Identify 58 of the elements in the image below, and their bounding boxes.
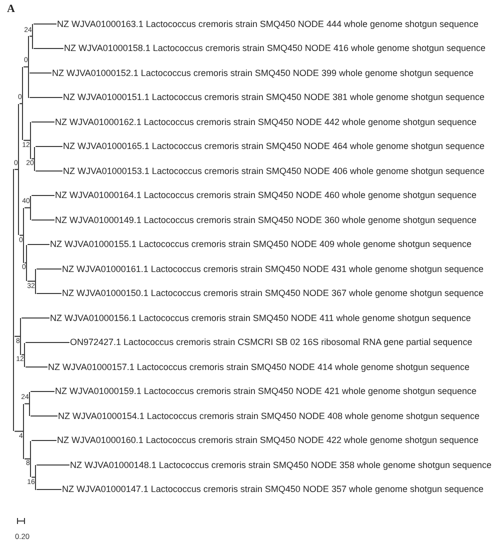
taxon-label: NZ WJVA01000164.1 Lactococcus cremoris strain SMQ450 NODE 460 whole genome shotgun sequence [55,190,477,201]
branch-line [14,430,24,432]
branch-line [30,390,54,392]
taxon-label: ON972427.1 Lactococcus cremoris strain CSMCRI SB 02 16S ribosomal RNA gene partial sequence [70,337,472,348]
taxon-label: NZ WJVA01000156.1 Lactococcus cremoris strain SMQ450 NODE 411 whole genome shotgun sequence [50,312,471,324]
taxon-label: NZ WJVA01000149.1 Lactococcus cremoris strain SMQ450 NODE 360 whole genome shotgun sequence [55,214,477,226]
taxon-label: NZ WJVA01000148.1 Lactococcus cremoris strain SMQ450 NODE 358 whole genome shotgun sequence [70,460,492,470]
branch-line [26,366,48,368]
taxon-label: NZ WJVA01000165.1 Lactococcus cremoris strain SMQ450 NODE 464 whole genome shotgun sequence [63,141,485,152]
taxon-label: NZ WJVA01000152.1 Lactococcus cremoris strain SMQ450 NODE 399 whole genome shotgun sequence [52,68,474,78]
branch-line [24,458,30,460]
taxon-label: NZ WJVA01000151.1 Lactococcus cremoris strain SMQ450 NODE 381 whole genome shotgun sequence [63,92,485,103]
branch-line [20,103,22,104]
branch-line [26,342,70,344]
branch-line [32,158,34,160]
branch-line [24,262,26,264]
branch-line [24,140,30,141]
branch-line [24,403,30,404]
branch-line [36,488,62,490]
taxon-label: NZ WJVA01000159.1 Lactococcus cremoris strain SMQ450 NODE 421 whole genome shotgun sequence [55,386,477,397]
branch-line [24,207,30,208]
branch-line [20,234,24,236]
branch-line [36,292,62,294]
branch-line [14,168,18,170]
branch-line [30,72,52,74]
branch-line [32,121,54,123]
taxon-label: NZ WJVA01000150.1 Lactococcus cremoris strain SMQ450 NODE 367 whole genome shotgun sequence [62,288,484,299]
branch-line [34,23,56,25]
taxon-label: NZ WJVA01000158.1 Lactococcus cremoris strain SMQ450 NODE 416 whole genome shotgun sequence [64,43,486,54]
branch-line [14,336,20,337]
taxon-label: NZ WJVA01000163.1 Lactococcus cremoris strain SMQ450 NODE 444 whole genome shotgun sequence [57,18,479,30]
branch-line [36,268,62,270]
clade-line [13,169,14,432]
branch-line [34,48,64,50]
branch-line [30,36,32,37]
panel-letter: A [7,3,15,15]
branch-line [32,194,54,196]
branch-line [32,476,36,478]
branch-line [28,244,50,246]
branch-line [36,146,62,148]
branch-line [36,170,62,172]
branch-line [22,317,50,319]
taxon-label: NZ WJVA01000157.1 Lactococcus cremoris strain SMQ450 NODE 414 whole genome shotgun sequence [48,362,470,372]
branch-line [32,219,54,221]
taxon-label: NZ WJVA01000160.1 Lactococcus cremoris strain SMQ450 NODE 422 whole genome shotgun sequence [57,435,479,446]
branch-line [22,354,24,356]
taxon-label: NZ WJVA01000155.1 Lactococcus cremoris strain SMQ450 NODE 409 whole genome shotgun sequence [50,239,472,250]
branch-line [32,440,56,442]
taxon-label: NZ WJVA01000147.1 Lactococcus cremoris strain SMQ450 NODE 357 whole genome shotgun sequence [62,484,484,495]
branch-line [36,464,70,466]
taxon-label: NZ WJVA01000154.1 Lactococcus cremoris strain SMQ450 NODE 408 whole genome shotgun sequence [58,410,480,422]
taxon-label: NZ WJVA01000153.1 Lactococcus cremoris strain SMQ450 NODE 406 whole genome shotgun sequence [63,166,485,176]
taxon-label: NZ WJVA01000161.1 Lactococcus cremoris strain SMQ450 NODE 431 whole genome shotgun sequence [62,264,484,274]
branch-line [30,415,58,417]
branch-line [24,66,28,68]
taxon-label: NZ WJVA01000162.1 Lactococcus cremoris strain SMQ450 NODE 442 whole genome shotgun sequence [55,116,477,128]
branch-line [28,280,36,282]
branch-line [30,96,62,98]
